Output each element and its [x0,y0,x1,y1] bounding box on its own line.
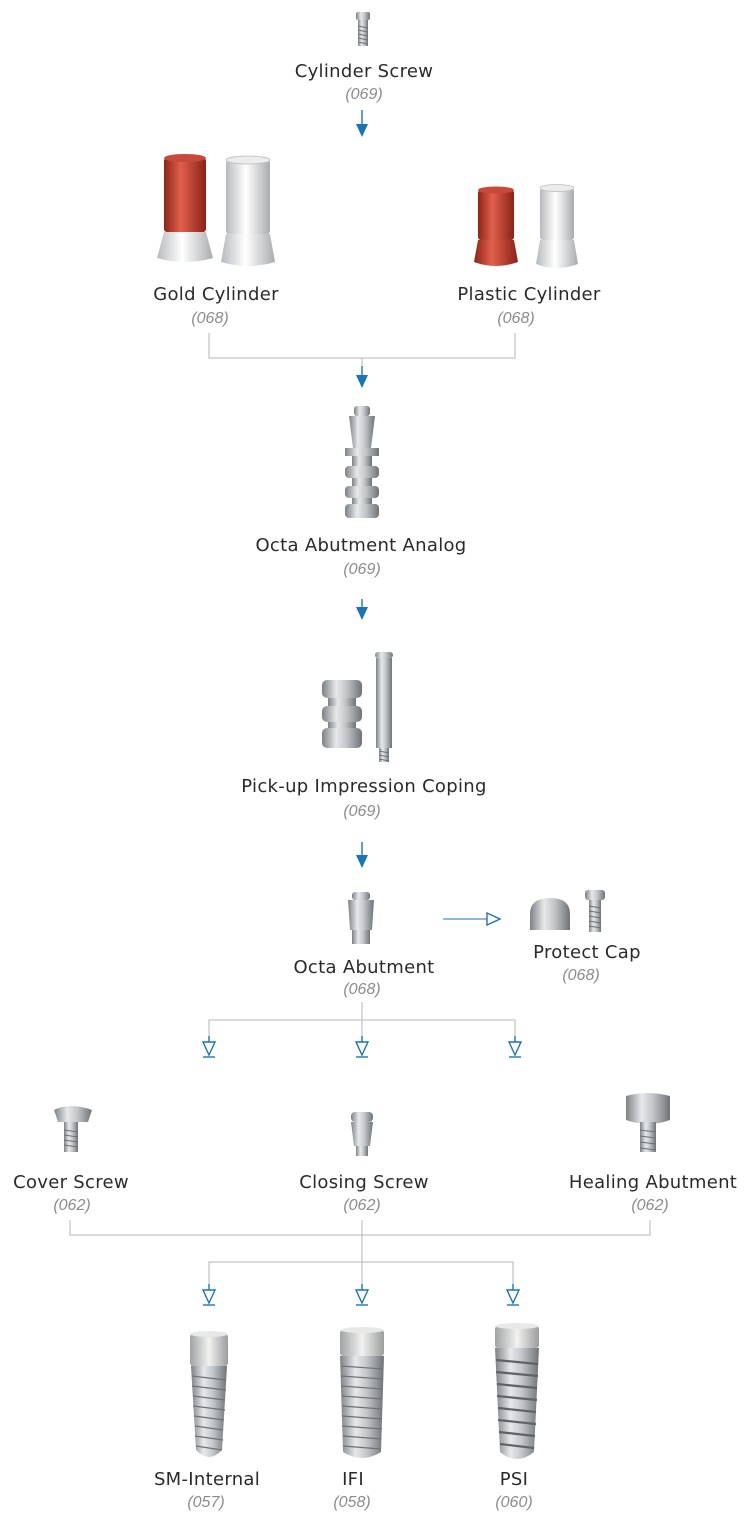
closing-screw-image [351,1112,373,1156]
connector-screws-join [69,1220,651,1262]
arrow-split-center [354,1036,370,1058]
pickup-impression-coping-label: Pick-up Impression Coping [241,776,487,797]
connector-cylinders [208,333,516,370]
sm-internal-label: SM-Internal [153,1469,261,1490]
protect-cap-label: Protect Cap [533,942,641,963]
healing-abutment-ref: (062) [631,1197,669,1214]
protect-cap-ref: (068) [562,967,600,984]
closing-screw-ref: (062) [343,1197,381,1214]
arrow-implant-left [201,1284,217,1306]
octa-abutment-analog-ref: (069) [343,561,381,578]
gold-cylinder-ref: (068) [191,310,229,327]
psi-label: PSI [499,1469,529,1490]
healing-abutment-image [626,1093,670,1152]
gold-cylinder-label: Gold Cylinder [153,284,279,305]
connector-octa-split [208,1002,516,1036]
cover-screw-label: Cover Screw [13,1172,129,1193]
octa-abutment-analog-label: Octa Abutment Analog [255,535,467,556]
octa-abutment-analog-image [345,406,379,518]
gold-cylinder-image [157,154,275,266]
arrow-split-right [507,1036,523,1058]
ifi-label: IFI [342,1469,364,1490]
sm-internal-ref: (057) [187,1494,225,1511]
sm-internal-implant-image [190,1331,228,1457]
arrow-pickup-down [356,842,368,868]
healing-abutment-label: Healing Abutment [568,1172,738,1193]
arrow-implant-right [505,1284,521,1306]
cylinder-screw-ref: (069) [345,86,383,103]
arrow-cylinder-screw-down [356,110,368,137]
cover-screw-ref: (062) [53,1197,91,1214]
octa-abutment-image [348,892,374,944]
plastic-cylinder-image [474,184,578,268]
arrow-implant-center [354,1284,370,1306]
cylinder-screw-label: Cylinder Screw [294,61,434,82]
octa-abutment-ref: (068) [343,981,381,998]
pickup-impression-coping-ref: (069) [343,803,381,820]
psi-implant-image [495,1323,539,1459]
arrow-analog-down [356,599,368,620]
protect-cap-image [530,890,605,932]
ifi-ref: (058) [333,1494,371,1511]
plastic-cylinder-ref: (068) [497,310,535,327]
cover-screw-image [54,1106,92,1152]
ifi-implant-image [340,1327,384,1458]
connector-implant-split [208,1261,514,1284]
plastic-cylinder-label: Plastic Cylinder [457,284,601,305]
arrow-split-left [201,1036,217,1058]
pickup-impression-coping-image [322,652,393,762]
arrow-protect-cap [486,911,502,927]
arrow-cylinders-down [356,366,368,388]
cylinder-screw-image [356,12,370,46]
octa-abutment-label: Octa Abutment [293,957,435,978]
closing-screw-label: Closing Screw [299,1172,429,1193]
psi-ref: (060) [495,1494,533,1511]
